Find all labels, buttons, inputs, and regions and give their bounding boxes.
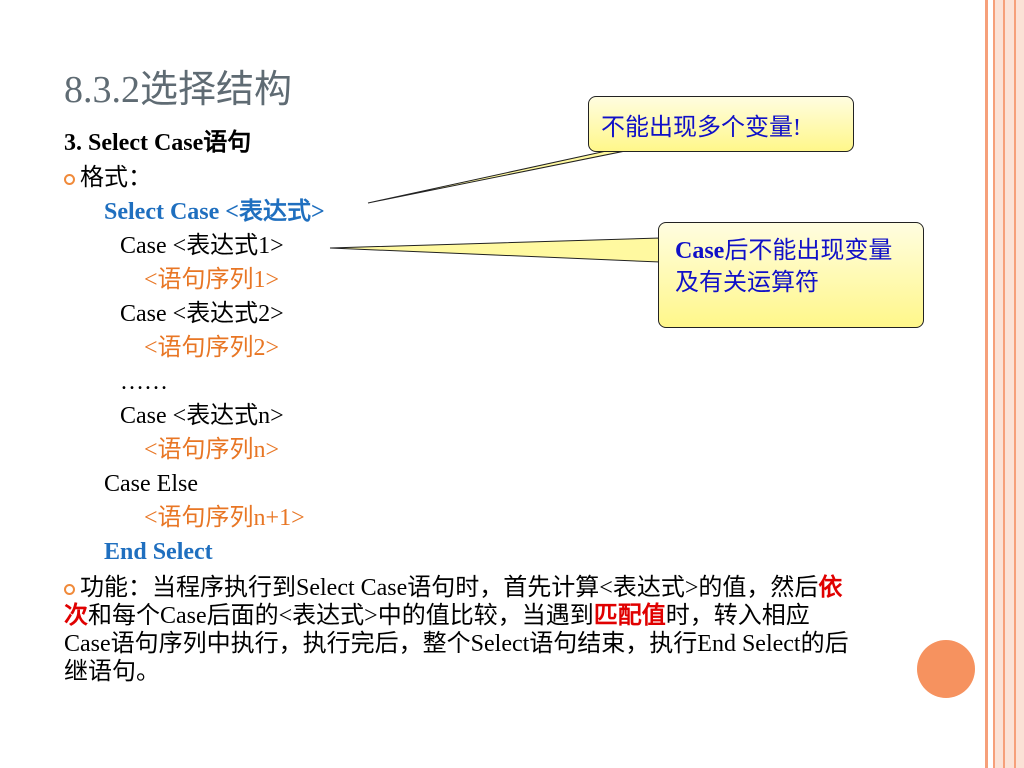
- decorative-circle: [917, 640, 975, 698]
- callout-2-rest: 后不能出现变量及有关运算符: [675, 238, 893, 296]
- callout-no-multiple-variables: 不能出现多个变量!: [588, 96, 854, 152]
- code-stmt-n: <语句序列n>: [144, 437, 280, 463]
- callout-2-case: Case: [675, 238, 725, 264]
- section-heading: 3. Select Case语句: [64, 130, 252, 156]
- emphasis-in-order: 依次: [64, 575, 843, 629]
- callout-2-text: Case后不能出现变量及有关运算符: [675, 235, 911, 299]
- code-select-case: Select Case <表达式>: [104, 199, 325, 225]
- right-stripe-3: [1003, 0, 1005, 768]
- right-stripe-2: [993, 0, 995, 768]
- code-stmt-2: <语句序列2>: [144, 335, 280, 361]
- code-stmt-else: <语句序列n+1>: [144, 505, 305, 531]
- code-case-1: Case <表达式1>: [120, 233, 284, 259]
- slide-title: 8.3.2选择结构: [64, 69, 293, 111]
- format-label: 格式：: [80, 165, 152, 191]
- code-end-select: End Select: [104, 539, 213, 565]
- function-description: 功能：当程序执行到Select Case语句时，首先计算<表达式>的值，然后依次…: [64, 574, 854, 686]
- function-text-a: 功能：当程序执行到Select Case语句时，首先计算<表达式>的值，然后: [80, 575, 819, 601]
- right-stripe-4: [1014, 0, 1016, 768]
- emphasis-match-value: 匹配值: [593, 603, 666, 629]
- code-case-2: Case <表达式2>: [120, 301, 284, 327]
- code-case-else: Case Else: [104, 471, 198, 497]
- callout-1-text: 不能出现多个变量!: [601, 115, 801, 141]
- callout-case-restriction: Case后不能出现变量及有关运算符: [658, 222, 924, 328]
- right-stripe-1: [985, 0, 988, 768]
- code-case-n: Case <表达式n>: [120, 403, 284, 429]
- code-stmt-1: <语句序列1>: [144, 267, 280, 293]
- bullet-icon: [64, 174, 75, 185]
- code-ellipsis: ……: [120, 369, 168, 395]
- bullet-icon: [64, 584, 75, 595]
- function-text-c: 时，转入相应Case语句序列中执行，执行完后，整个Select语句结束，执行En…: [64, 603, 849, 685]
- function-text-b: 和每个Case后面的<表达式>中的值比较，当遇到: [88, 603, 594, 629]
- right-edge-band: [993, 0, 1024, 768]
